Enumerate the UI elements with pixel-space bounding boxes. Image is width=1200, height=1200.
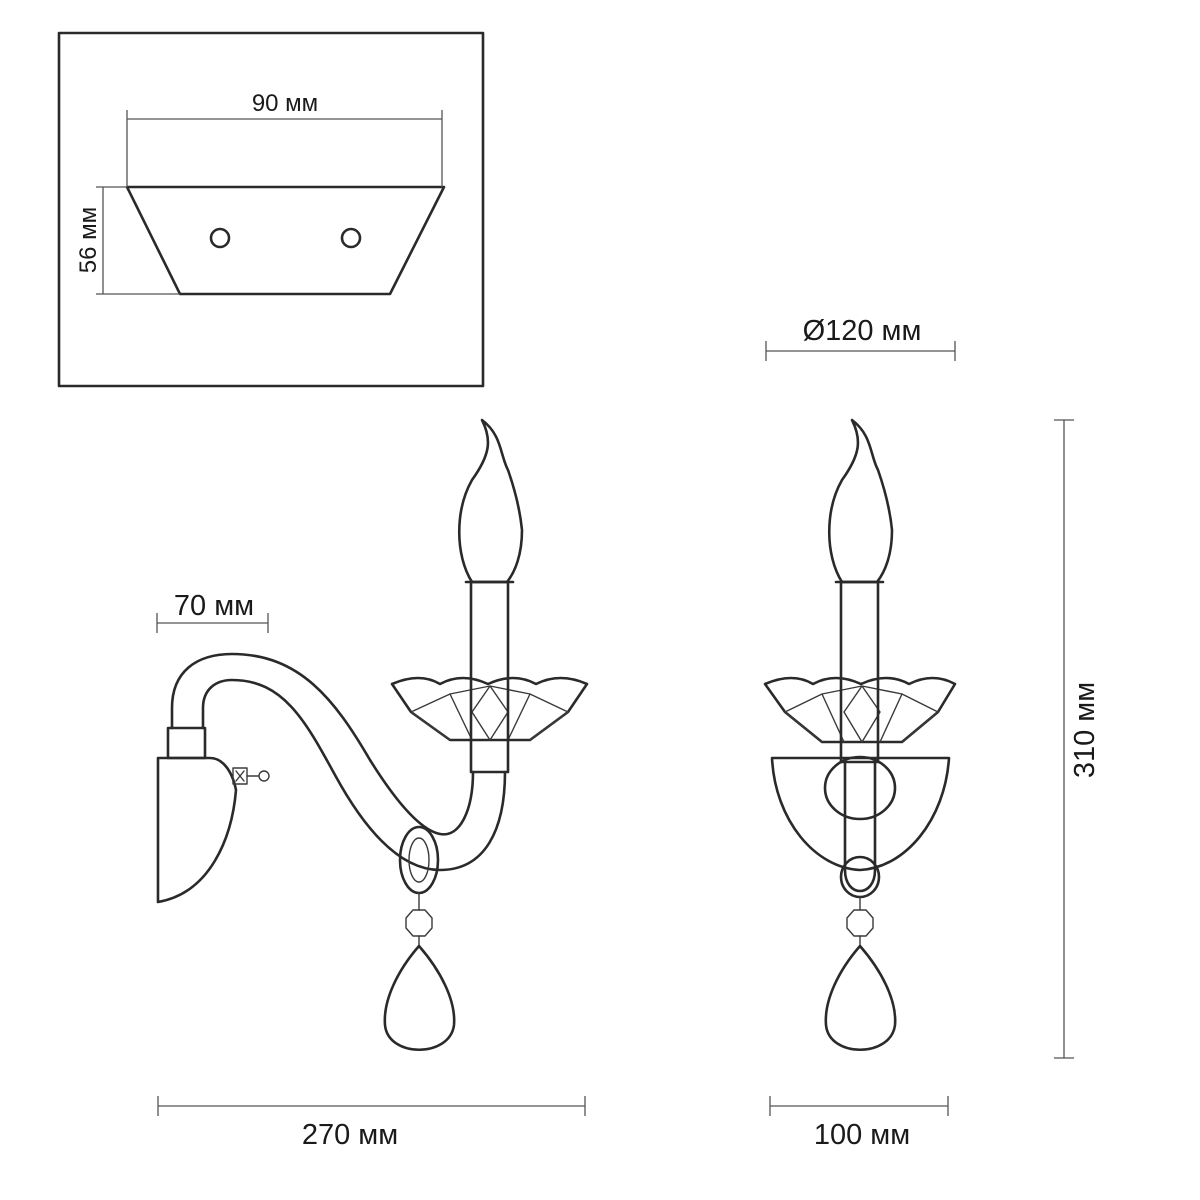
label-total-depth: 270 мм <box>302 1119 398 1151</box>
label-diameter: Ø120 мм <box>803 315 922 347</box>
front-crystal-pendant <box>824 944 897 1052</box>
flame-bulb <box>458 418 524 584</box>
pendant-bead <box>405 909 433 937</box>
front-flame-bulb <box>828 418 894 584</box>
label-base-width: 90 мм <box>252 90 318 117</box>
dimension-total-depth: 270 мм <box>157 1096 586 1151</box>
base-detail-inset: 90 мм 56 мм <box>57 31 485 388</box>
curved-arm <box>170 652 475 836</box>
mounting-base-outline <box>125 185 446 296</box>
arm-ring-inner <box>408 837 430 883</box>
curved-arm-inner <box>201 678 507 872</box>
mounting-screw <box>232 767 270 785</box>
label-total-height: 310 мм <box>1069 682 1101 778</box>
dimension-total-height: 310 мм <box>1054 419 1101 1059</box>
side-view <box>156 418 589 1052</box>
front-drip-bowl-facets <box>784 685 939 743</box>
front-plate-boss <box>823 755 897 821</box>
front-pendant-bead <box>846 909 874 937</box>
dimension-base-height: 56 мм <box>75 186 180 295</box>
dimension-base-width: 90 мм <box>126 90 443 187</box>
wall-plate <box>156 756 238 904</box>
dimension-front-width: 100 мм <box>769 1096 949 1151</box>
inset-frame <box>57 31 485 388</box>
front-arm-stem <box>843 758 877 893</box>
dimension-diameter: Ø120 мм <box>765 315 956 361</box>
front-candle-sleeve <box>839 580 880 764</box>
candle-sleeve <box>469 580 510 774</box>
label-front-width: 100 мм <box>814 1119 910 1151</box>
mounting-hole-left <box>209 227 231 249</box>
label-wall-offset: 70 мм <box>174 590 254 622</box>
drip-bowl-facets <box>410 685 569 741</box>
label-base-height: 56 мм <box>75 207 102 273</box>
drip-bowl <box>390 676 589 742</box>
front-drip-bowl <box>763 676 957 744</box>
mounting-hole-right <box>340 227 362 249</box>
front-wall-plate <box>770 756 951 872</box>
arm-collar <box>166 726 207 760</box>
crystal-pendant <box>383 944 456 1052</box>
front-view <box>763 418 957 1052</box>
dimension-wall-offset: 70 мм <box>156 590 269 633</box>
